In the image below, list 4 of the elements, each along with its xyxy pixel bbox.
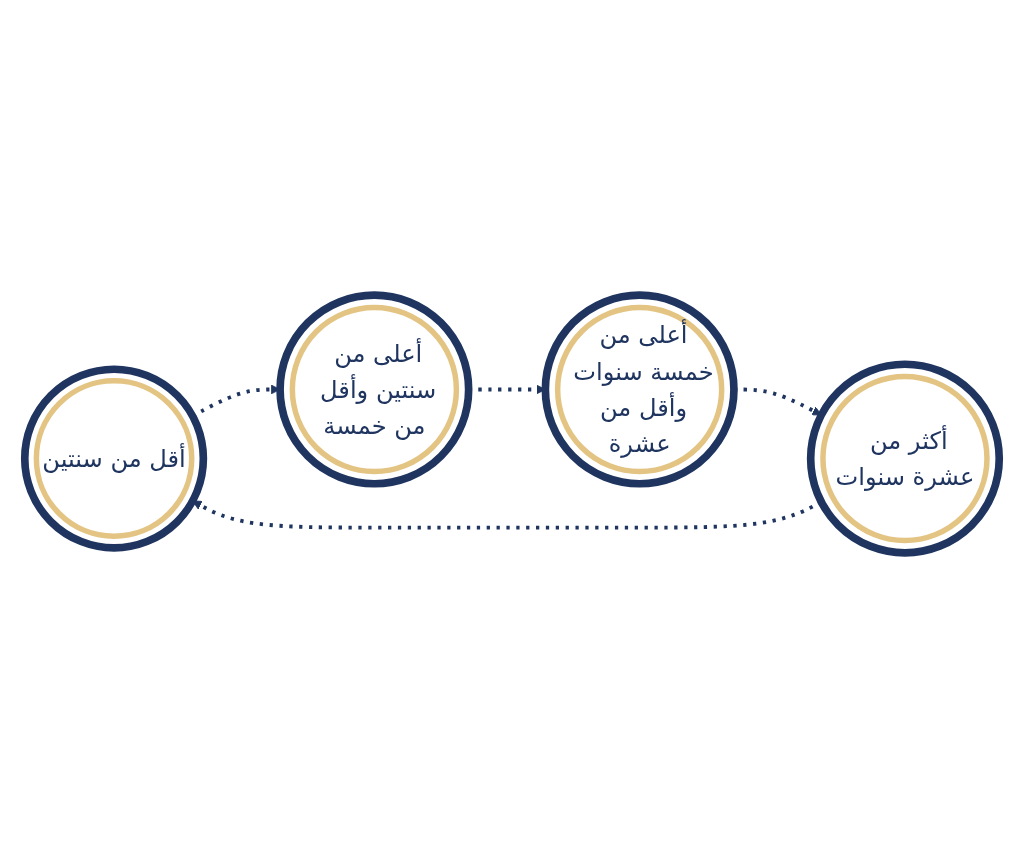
- node-circle: أقل من سنتين: [20, 365, 208, 552]
- node-circle: أكثر من عشرة سنوات: [806, 360, 1004, 557]
- node-circle: أعلى من سنتين وأقل من خمسة: [276, 291, 473, 488]
- node-circle: أعلى من خمسة سنوات وأقل من عشرة: [541, 291, 738, 488]
